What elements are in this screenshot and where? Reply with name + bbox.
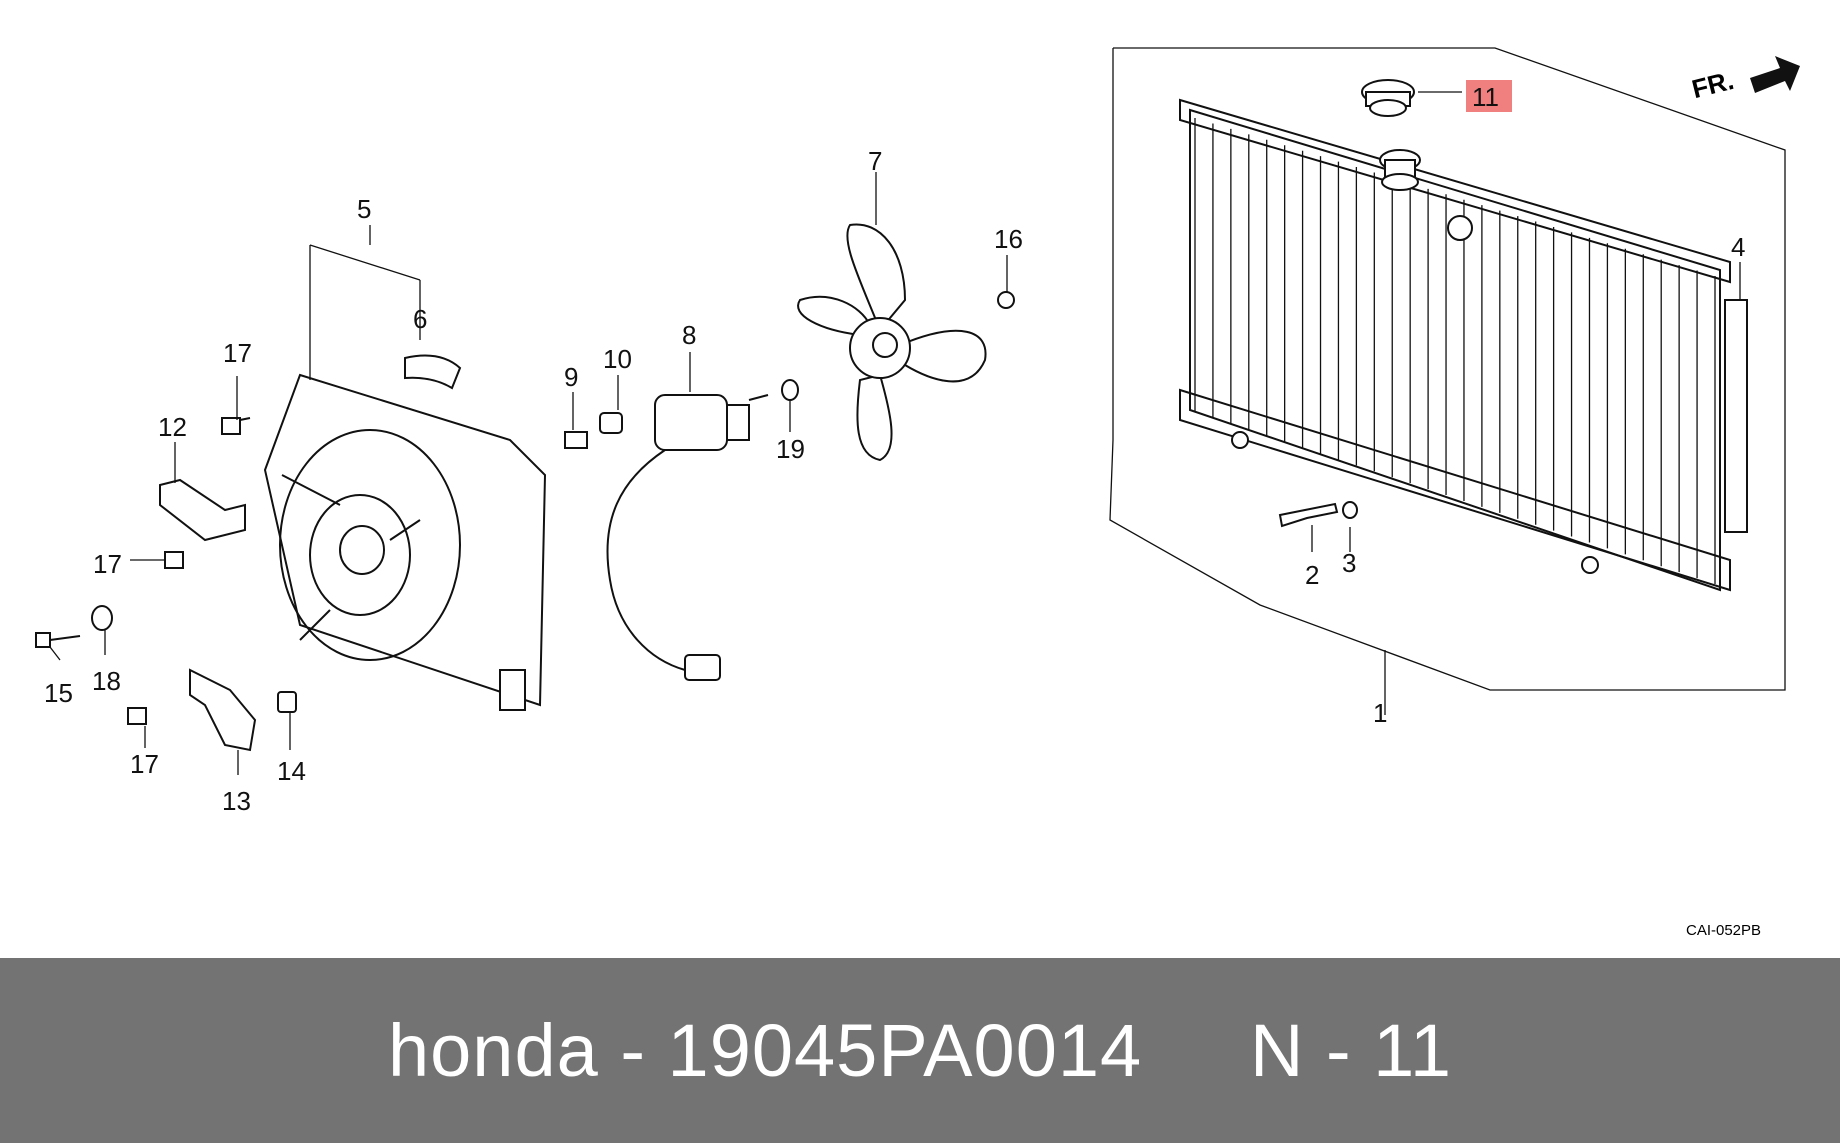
bolt-17-low [127, 707, 147, 725]
fan-motor [606, 394, 769, 681]
callout-14: 14 [277, 756, 306, 786]
direction-label: FR. [1689, 65, 1737, 104]
callout-11: 11 [1472, 82, 1499, 112]
callout-15: 15 [44, 678, 73, 708]
spacer-9 [564, 431, 588, 449]
clip-14 [277, 691, 297, 713]
callout-16: 16 [994, 224, 1023, 254]
washer-18 [91, 605, 113, 631]
callout-10: 10 [603, 344, 632, 374]
bracket-12 [159, 478, 246, 542]
callout-9: 9 [564, 362, 578, 392]
bracket-13 [189, 668, 257, 752]
bolt-17-mid [164, 551, 184, 569]
radiator-assembly [1179, 98, 1731, 592]
callout-19: 19 [776, 434, 805, 464]
rubber-10 [599, 412, 623, 434]
callout-8: 8 [682, 320, 696, 350]
drain-plug [1278, 501, 1358, 528]
parts-diagram: FR. 1 2 3 4 5 6 7 8 9 10 11 12 13 14 15 … [35, 47, 1800, 939]
washer-19 [781, 379, 799, 401]
part-number-caption: honda - 19045PA0014 N - 11 [388, 1009, 1452, 1092]
footer-bar: honda - 19045PA0014 N - 11 [0, 958, 1840, 1143]
radiator-seal [1724, 299, 1748, 533]
callout-labels: 1 2 3 4 5 6 7 8 9 10 11 12 13 14 15 16 1… [44, 82, 1745, 816]
leader-lines [49, 91, 1741, 775]
radiator-cap [1361, 79, 1415, 117]
callout-18: 18 [92, 666, 121, 696]
exploded-view-drawing: FR. 1 2 3 4 5 6 7 8 9 10 11 12 13 14 15 … [35, 47, 1800, 939]
callout-17b: 17 [93, 549, 122, 579]
callout-7: 7 [868, 146, 882, 176]
callout-17a: 17 [223, 338, 252, 368]
callout-4: 4 [1731, 232, 1745, 262]
callout-1: 1 [1373, 698, 1387, 728]
callout-11-highlight [1466, 80, 1512, 112]
radiator-group-outline [1109, 47, 1786, 691]
bolt-15 [35, 632, 81, 648]
callout-5: 5 [357, 194, 371, 224]
callout-2: 2 [1305, 560, 1319, 590]
drawing-code: CAI-052PB [1686, 922, 1761, 939]
fan-shroud [263, 373, 547, 711]
bolt-17-top [221, 417, 251, 435]
shroud-seal [404, 354, 462, 390]
callout-13: 13 [222, 786, 251, 816]
forward-arrow-icon [1750, 56, 1800, 93]
callout-6: 6 [413, 304, 427, 334]
callout-17c: 17 [130, 749, 159, 779]
callout-12: 12 [158, 412, 187, 442]
callout-3: 3 [1342, 548, 1356, 578]
cooling-fan-blade [797, 223, 987, 462]
flange-nut [997, 291, 1015, 309]
